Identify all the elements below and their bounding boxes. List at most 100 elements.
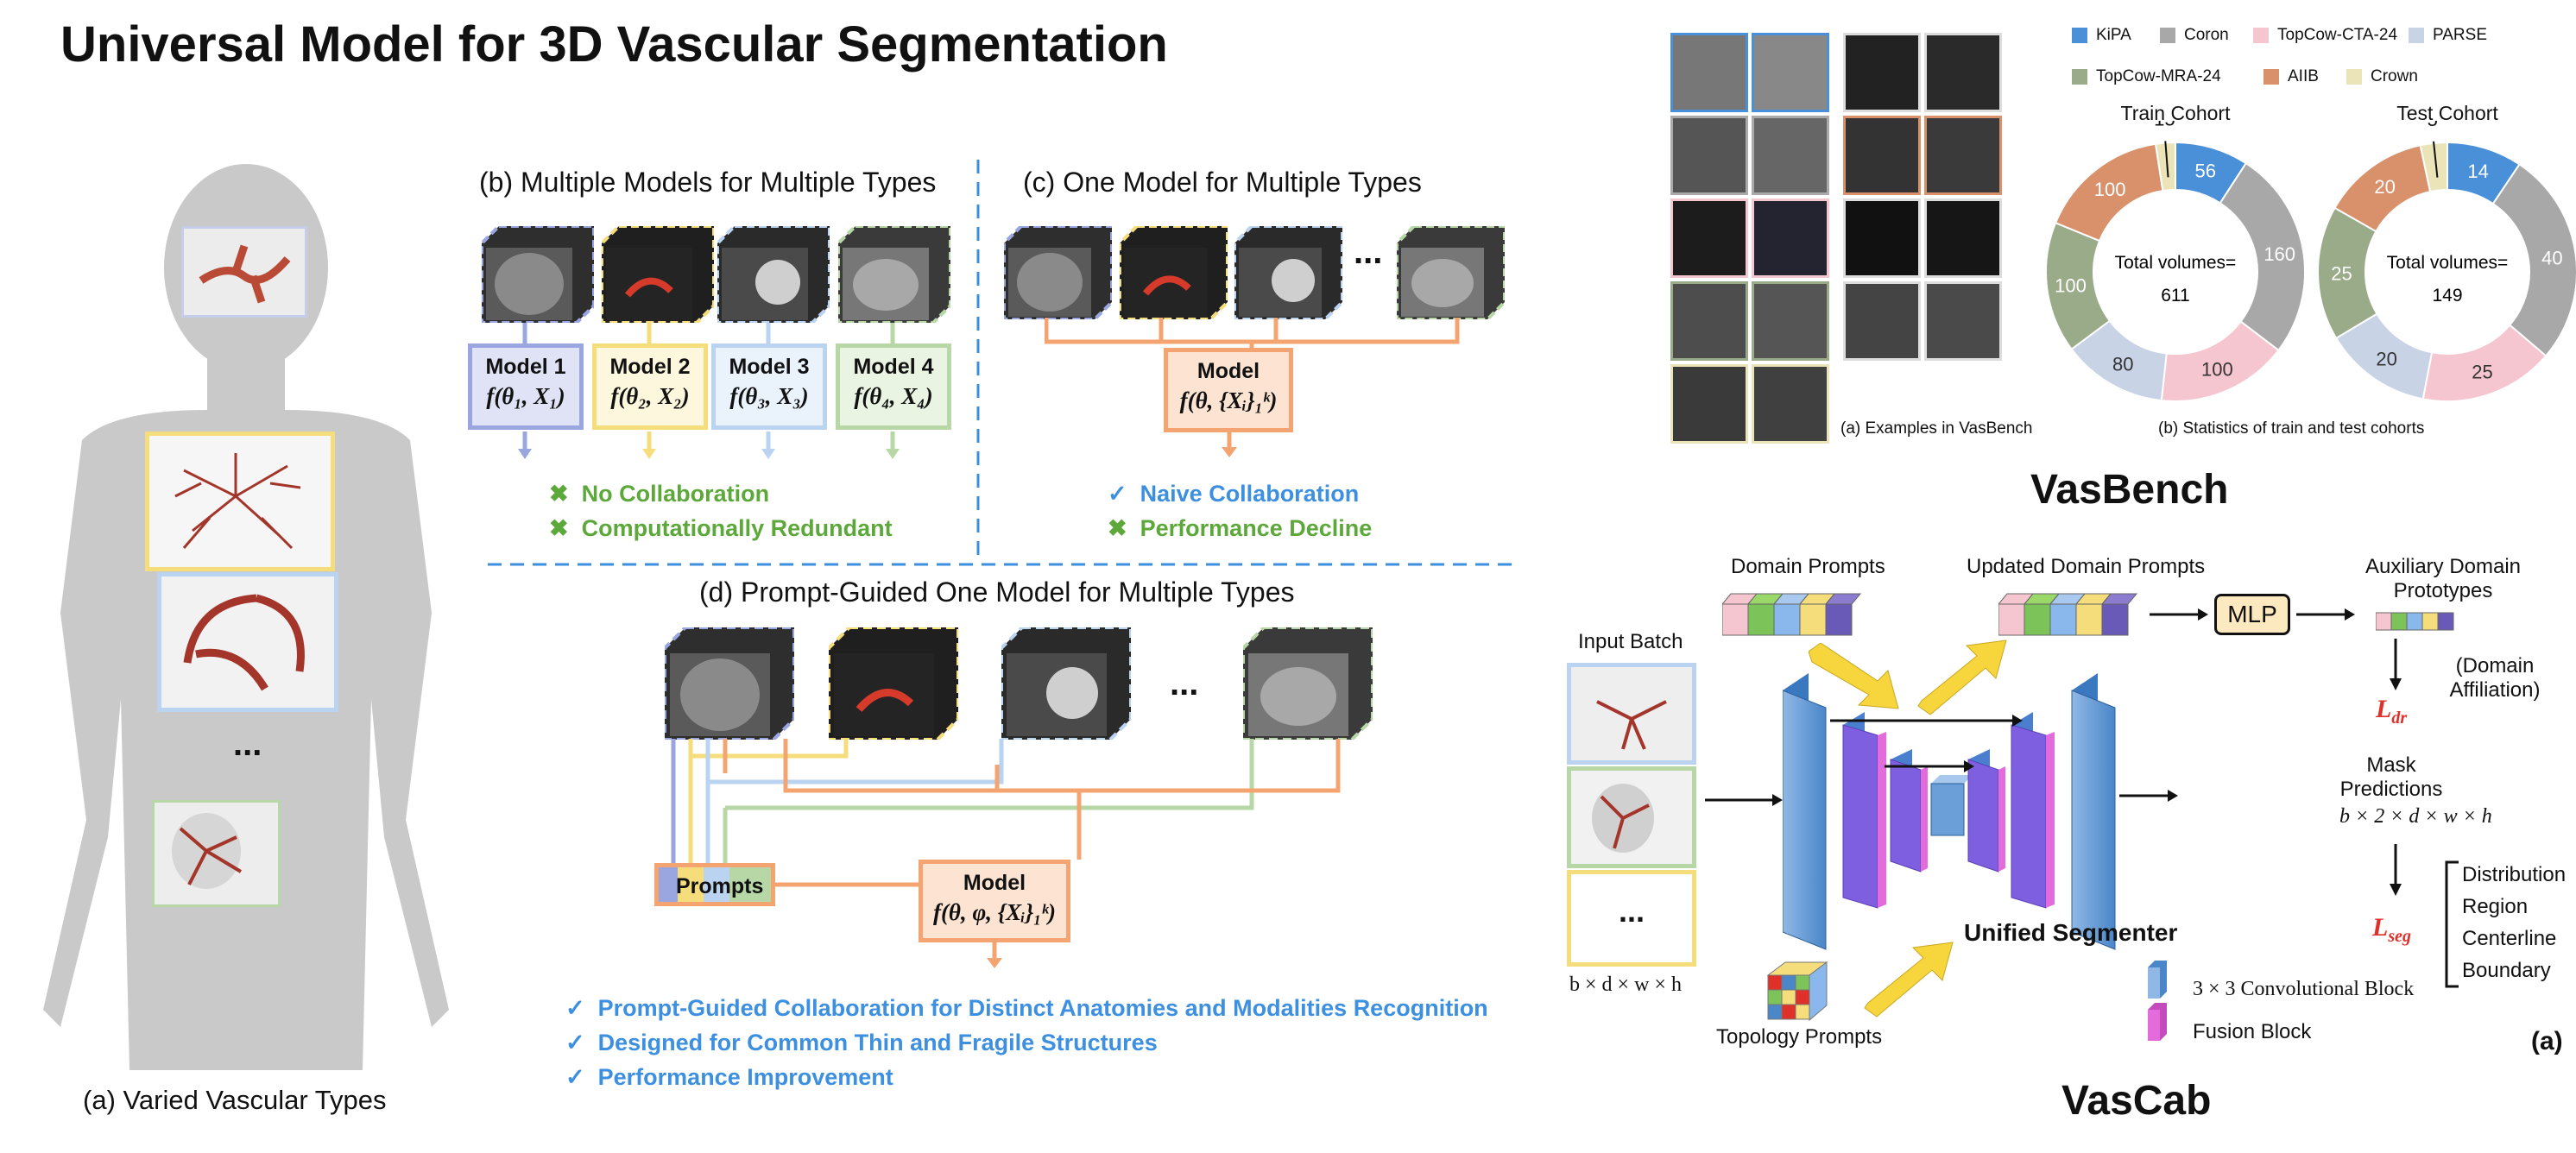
donut-center-value: 149 — [2432, 286, 2462, 306]
donut-value-label: 40 — [2541, 247, 2562, 268]
mask-dims: b × 2 × d × w × h — [2339, 805, 2492, 828]
train-cohort-title: Train Cohort — [2120, 102, 2231, 124]
domain-prompts-label: Domain Prompts — [1731, 555, 1885, 578]
cube-lung-b — [600, 224, 716, 327]
cube-brain-b — [480, 224, 596, 327]
legend-aiib: AIIB — [2263, 67, 2319, 86]
donut-slice-coron — [2491, 163, 2576, 357]
legend-parse: PARSE — [2409, 26, 2487, 45]
model-1-formula: f(θ₁, X₁) — [486, 383, 565, 409]
panel-d-bullet-3: ✓ Performance Improvement — [565, 1064, 893, 1090]
test-cohort-donut: 14 40 25 20 25 20 5Total volumes= 149 — [2317, 121, 2576, 402]
panel-c-bullet-1: ✓ Naive Collaboration — [1108, 481, 1360, 507]
domain-prompts-icon — [1722, 593, 1862, 636]
unified-segmenter-network — [1783, 673, 2116, 950]
panel-d-bullet-1: ✓ Prompt-Guided Collaboration for Distin… — [565, 995, 1488, 1021]
donut-value-label: 25 — [2331, 262, 2352, 284]
topology-prompts-cube-icon — [1766, 961, 1828, 1022]
input-thumb-1 — [1567, 663, 1696, 765]
brain-vessel-thumbnail — [181, 226, 307, 318]
prompts-to-model-line — [773, 882, 920, 887]
panel-c-heading: (c) One Model for Multiple Types — [1023, 167, 1422, 198]
donut-leader-line — [2433, 141, 2439, 178]
panel-b-bullet-1: ✖ No Collaboration — [549, 481, 770, 507]
donut-slice-coron — [2219, 161, 2306, 352]
legend-crown: Crown — [2346, 67, 2418, 86]
panel-d-model-label: Model — [963, 871, 1026, 895]
donut-value-label: 5 — [2428, 121, 2438, 130]
panel-b-arrows — [518, 323, 900, 459]
donut-slice-crown — [2419, 141, 2448, 193]
updated-prompt-yellow-arrow — [1917, 640, 2007, 715]
cube-brain-c — [1002, 224, 1114, 324]
panel-d-model-formula: f(θ, φ, {Xᵢ}₁ᵏ) — [932, 899, 1057, 925]
coronary-vessel-thumbnail — [157, 572, 338, 712]
vasbench-title: VasBench — [2030, 467, 2229, 513]
donut-value-label: 20 — [2376, 348, 2396, 369]
donut-slice-crown — [2154, 141, 2176, 192]
test-cohort-title: Test Cohort — [2396, 102, 2498, 124]
model-3-formula: f(θ₃, X₃) — [729, 383, 809, 409]
input-batch-label: Input Batch — [1578, 630, 1683, 653]
panel-c-model-box: Model f(θ, {Xᵢ}₁ᵏ) — [1164, 348, 1293, 432]
mask-predictions-label: Mask Predictions — [2339, 753, 2443, 801]
mlp-box: MLP — [2214, 594, 2290, 635]
legend-topcow-cta: TopCow-CTA-24 — [2253, 26, 2397, 45]
model-2-label: Model 2 — [609, 355, 691, 379]
model-3-label: Model 3 — [729, 355, 810, 379]
prompts-to-mlp-arrow — [2150, 608, 2208, 621]
vasbench-examples-caption: (a) Examples in VasBench — [1840, 419, 2033, 438]
vasbench-examples-grid — [1670, 33, 2004, 450]
mask-to-loss-arrow — [2390, 844, 2402, 896]
donut-value-label: 100 — [2055, 274, 2087, 296]
lung-vessel-thumbnail — [145, 432, 335, 571]
model-4-formula: f(θ₄, X₄) — [854, 383, 933, 409]
donut-value-label: 25 — [2472, 362, 2492, 383]
page-title: Universal Model for 3D Vascular Segmenta… — [60, 16, 1168, 72]
cube-heart-c — [1233, 224, 1344, 324]
cube-heart-b — [716, 224, 831, 327]
conv-block-legend-label: 3 × 3 Convolutional Block — [2193, 978, 2415, 1000]
domain-prompt-yellow-arrow — [1809, 643, 1899, 709]
donut-value-label: 160 — [2263, 243, 2295, 265]
donut-value-label: 14 — [2467, 161, 2488, 182]
donut-value-label: 56 — [2195, 161, 2216, 182]
conv-block-legend-icon — [2148, 961, 2167, 999]
donut-value-label: 80 — [2112, 353, 2133, 375]
vasbench-legend: KiPA Coron TopCow-CTA-24 PARSE TopCow-MR… — [2072, 26, 2555, 95]
input-thumb-2 — [1567, 766, 1696, 868]
aux-prototypes-label: Auxiliary Domain Prototypes — [2364, 555, 2522, 602]
panel-c-bullet-2: ✖ Performance Decline — [1108, 515, 1373, 541]
cube-kidney-b — [837, 224, 952, 327]
donut-center-label: Total volumes= — [2387, 253, 2509, 273]
model-2-box: Model 2 f(θ₂, X₂) — [592, 343, 708, 430]
panel-a-caption: (a) Varied Vascular Types — [83, 1085, 387, 1115]
vascab-title: VasCab — [2061, 1078, 2212, 1124]
cube-kidney-d — [1241, 626, 1374, 744]
input-thumb-more: ... — [1567, 870, 1696, 967]
model-1-label: Model 1 — [485, 355, 566, 379]
panel-d-ellipsis: ... — [1170, 665, 1199, 703]
segmenter-to-mask-arrow — [2119, 790, 2178, 802]
donut-value-label: 20 — [2374, 176, 2395, 198]
prompts-box: Prompts — [654, 863, 775, 906]
topology-prompts-label: Topology Prompts — [1716, 1025, 1883, 1049]
domain-affiliation-label: (Domain Affiliation) — [2449, 654, 2541, 702]
donut-center-value: 611 — [2161, 286, 2189, 306]
prototypes-to-loss-arrow — [2390, 639, 2402, 690]
kidney-vessel-thumbnail — [152, 800, 281, 907]
panel-d-model-box: Model f(θ, φ, {Xᵢ}₁ᵏ) — [919, 860, 1070, 942]
legend-kipa: KiPA — [2072, 26, 2131, 45]
fusion-block-legend-icon — [2148, 1003, 2167, 1041]
panel-c-down-arrow — [1222, 432, 1237, 457]
model-3-box: Model 3 f(θ₃, X₃) — [711, 343, 827, 430]
model-2-formula: f(θ₂, X₂) — [610, 383, 690, 409]
input-dims: b × d × w × h — [1569, 973, 1682, 996]
aux-prototypes-icon — [2376, 612, 2454, 631]
panel-d-down-arrow — [987, 941, 1002, 968]
donut-value-label: 15 — [2154, 121, 2175, 129]
vascab-panel-label: (a) — [2531, 1027, 2563, 1055]
topology-prompt-yellow-arrow — [1864, 942, 1954, 1018]
updated-domain-prompts-icon — [1998, 593, 2138, 636]
panel-c-model-label: Model — [1196, 359, 1260, 383]
